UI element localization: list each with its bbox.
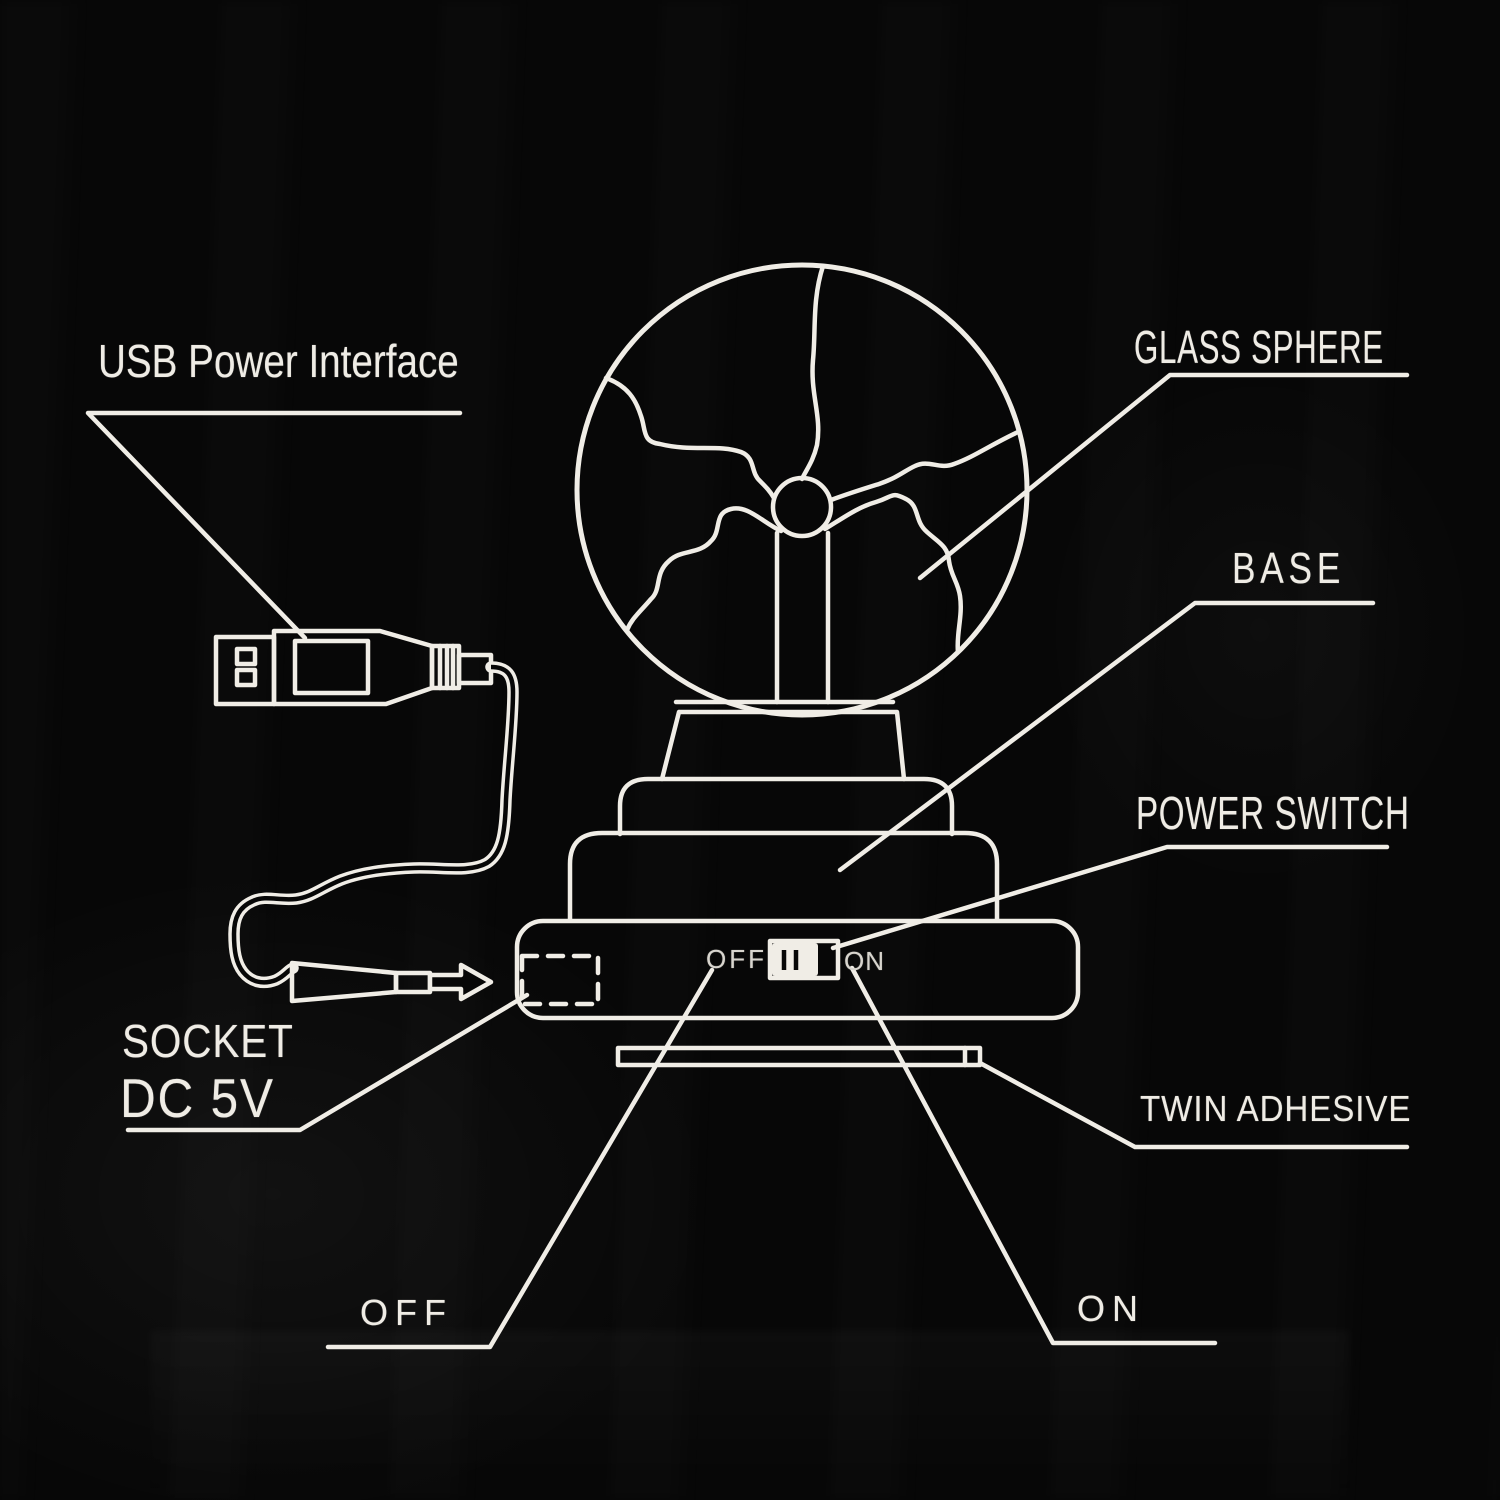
insert-arrow-icon [427, 962, 494, 1002]
switch-off-marking: OFF [706, 944, 767, 974]
leader-power-switch [830, 844, 1390, 951]
base-tier-lower [567, 830, 1000, 922]
dc-plug-barrel [393, 970, 433, 995]
base-drawing [514, 699, 1081, 1068]
base-label: BASE [1232, 544, 1346, 593]
leader-twin-adhesive [977, 1060, 1410, 1150]
power-cord-inner [231, 664, 516, 985]
neck-collar [659, 699, 907, 782]
leader-base [837, 600, 1376, 873]
leader-usb-power-interface [85, 410, 463, 641]
usb-plug-body-inset [292, 638, 371, 696]
filament-bottom-left [624, 506, 784, 633]
filament-top [799, 263, 826, 482]
power-switch-label: POWER SWITCH [1136, 787, 1410, 839]
base-tier-upper [617, 776, 955, 837]
usb-power-interface-label: USB Power Interface [98, 335, 459, 387]
power-switch-drawing [767, 938, 841, 981]
leader-off [325, 967, 715, 1350]
filament-right [828, 429, 1021, 503]
filament-bottom-right [822, 492, 963, 655]
center-electrode [770, 475, 834, 539]
filament-left [603, 375, 777, 501]
switch-knob-ridges [781, 950, 799, 970]
usb-contact-lower [234, 667, 258, 688]
twin-adhesive-label: TWIN ADHESIVE [1140, 1088, 1412, 1129]
leader-glass-sphere [917, 372, 1410, 581]
socket-label: SOCKET [122, 1015, 294, 1067]
off-label: OFF [360, 1292, 453, 1333]
on-label: ON [1077, 1288, 1145, 1329]
usb-contact-upper [234, 646, 258, 667]
dc-plug-body [289, 960, 399, 1004]
leader-lines [85, 372, 1410, 1350]
switch-outline [767, 938, 841, 981]
electrode-stem [774, 530, 831, 705]
usb-strain-relief-ribs [437, 643, 456, 691]
leader-socket [125, 992, 530, 1133]
leader-on [849, 965, 1218, 1346]
dc-socket-drawing [519, 953, 601, 1007]
socket-voltage-label: DC 5V [120, 1067, 275, 1129]
twin-adhesive-strip [615, 1045, 983, 1068]
glass-sphere-drawing [574, 262, 1030, 718]
base-platform [514, 918, 1081, 1021]
usb-cable-drawing [213, 628, 519, 1004]
glass-sphere-label: GLASS SPHERE [1134, 321, 1384, 373]
switch-on-marking: ON [844, 946, 885, 976]
power-cord [228, 661, 519, 989]
